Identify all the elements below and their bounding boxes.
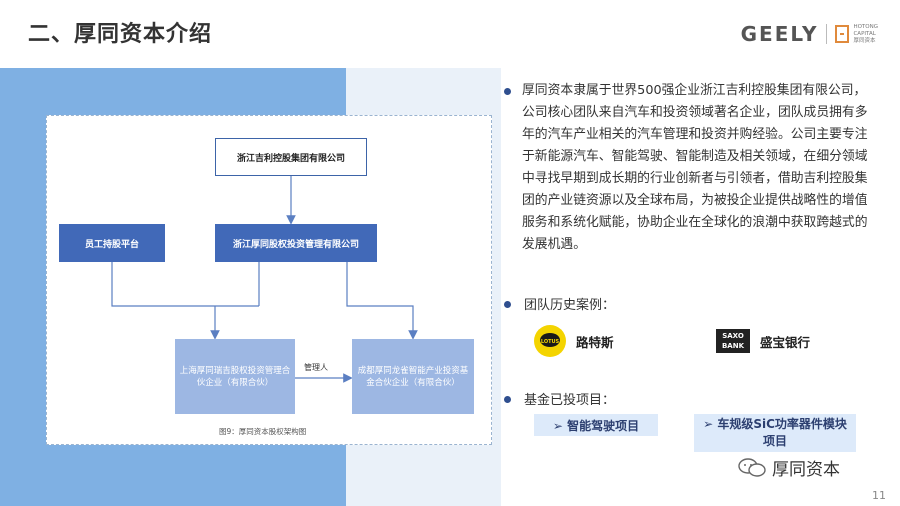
intro-paragraph: 厚同资本隶属于世界500强企业浙江吉利控股集团有限公司，公司核心团队来自汽车和投… xyxy=(522,83,868,252)
node-shanghai-fund: 上海厚同瑞吉股权投资管理合伙企业（有限合伙） xyxy=(175,339,295,414)
saxo-bank-logo-icon: SAXO BANK xyxy=(716,329,750,353)
node-employee-platform: 员工持股平台 xyxy=(59,224,165,262)
case-lotus: LOTUS 路特斯 xyxy=(534,325,614,357)
line-employee xyxy=(111,262,259,307)
logo-divider xyxy=(826,24,828,44)
lotus-logo-icon: LOTUS xyxy=(534,325,566,357)
hotong-logo-text: HOTONG CAPITAL 厚同资本 xyxy=(853,23,878,44)
project-item: ➢ 智能驾驶项目 xyxy=(534,414,658,436)
projects-label: 基金已投项目： xyxy=(524,393,616,408)
diagram-caption: 图9：厚同资本股权架构图 xyxy=(219,427,307,436)
case-saxo: SAXO BANK 盛宝银行 xyxy=(716,329,810,353)
node-chengdu-fund: 成都厚同龙雀智能产业投资基金合伙企业（有限合伙） xyxy=(352,339,474,414)
bullet-dot xyxy=(504,88,511,95)
node-geely-holding: 浙江吉利控股集团有限公司 xyxy=(215,138,367,176)
bullet-dot xyxy=(504,396,511,403)
watermark-text: 厚同资本 xyxy=(772,460,840,480)
hotong-logo-icon xyxy=(835,25,850,43)
case-name: 盛宝银行 xyxy=(760,334,811,350)
brand-logos: GEELY HOTONG CAPITAL 厚同资本 xyxy=(741,22,878,46)
geely-logo: GEELY xyxy=(740,22,819,46)
wechat-watermark: 厚同资本 xyxy=(738,455,840,480)
manager-relation-label: 管理人 xyxy=(304,363,328,372)
bullet-dot xyxy=(504,301,511,308)
project-item: ➢ 车规级SiC功率器件模块项目 xyxy=(694,414,856,452)
wechat-icon xyxy=(738,457,766,477)
diagram-connectors xyxy=(111,176,418,383)
arrow-to-chengdu xyxy=(346,262,418,340)
page-number: 11 xyxy=(872,489,886,502)
node-hotong-manager: 浙江厚同股权投资管理有限公司 xyxy=(215,224,377,262)
page-title: 二、厚同资本介绍 xyxy=(28,22,213,47)
equity-structure-diagram: 浙江吉利控股集团有限公司 员工持股平台 浙江厚同股权投资管理有限公司 上海厚同瑞… xyxy=(46,115,492,445)
case-name: 路特斯 xyxy=(576,334,614,350)
cases-label: 团队历史案例： xyxy=(524,298,616,313)
